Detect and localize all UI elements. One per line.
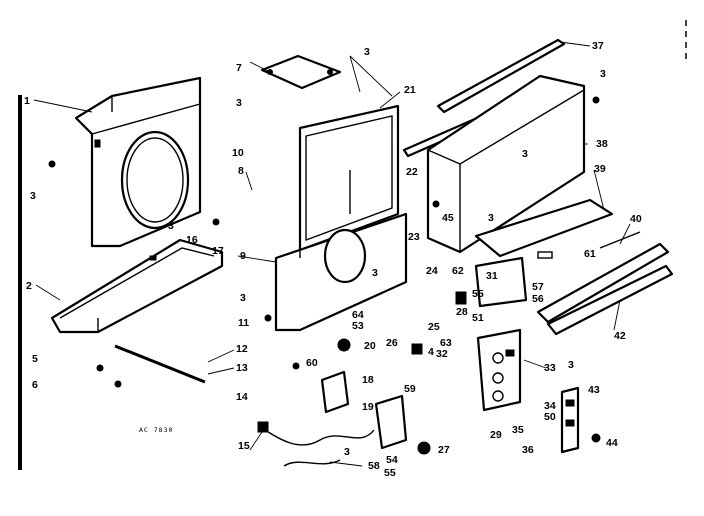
blower-panel — [274, 170, 408, 332]
callout-2: 2 — [26, 280, 32, 292]
cabinet-cover — [426, 74, 586, 254]
callout-39: 39 — [594, 163, 606, 175]
callout-45: 45 — [442, 212, 454, 224]
callout-23: 23 — [408, 231, 420, 243]
motor-assembly — [320, 291, 467, 455]
callout-3b: 3 — [364, 46, 370, 58]
callout-37: 37 — [592, 40, 604, 52]
callout-7: 7 — [236, 62, 242, 74]
callout-55: 55 — [384, 467, 396, 479]
callout-3e: 3 — [522, 148, 528, 160]
callout-6: 6 — [32, 379, 38, 391]
callout-3d: 3 — [600, 68, 606, 80]
control-box — [474, 256, 528, 308]
callout-63: 63 — [440, 337, 452, 349]
top-bracket — [260, 54, 342, 90]
callout-18: 18 — [362, 374, 374, 386]
callout-labels: 1 2 3 3 3 3 3 3 3 3 3 3 3 4 5 6 7 8 9 10… — [24, 40, 642, 479]
callout-59: 59 — [404, 383, 416, 395]
callout-10: 10 — [232, 147, 244, 159]
callout-58: 58 — [368, 460, 380, 472]
drawing-code: AC 7830 — [139, 426, 173, 434]
condenser-shroud — [74, 76, 202, 248]
callout-27: 27 — [438, 444, 450, 456]
callout-31: 31 — [486, 270, 498, 282]
base-pan — [50, 238, 224, 334]
callout-3j: 3 — [568, 359, 574, 371]
callout-34: 34 — [544, 400, 556, 412]
callout-3: 3 — [30, 190, 36, 202]
callout-26: 26 — [386, 337, 398, 349]
callout-1: 1 — [24, 95, 30, 107]
callout-13: 13 — [236, 362, 248, 374]
callout-25: 25 — [428, 321, 440, 333]
callout-4: 4 — [428, 346, 434, 358]
callout-3h: 3 — [240, 292, 246, 304]
partition-panel — [298, 104, 400, 252]
callout-40: 40 — [630, 213, 642, 225]
callout-42: 42 — [614, 330, 626, 342]
callout-17: 17 — [212, 245, 224, 257]
callout-9: 9 — [240, 250, 246, 262]
callout-60: 60 — [306, 357, 318, 369]
callout-3c: 3 — [236, 97, 242, 109]
callout-61: 61 — [584, 248, 596, 260]
callout-19: 19 — [362, 401, 374, 413]
callout-3g: 3 — [168, 220, 174, 232]
insulation-panel — [474, 198, 614, 259]
callout-53: 53 — [352, 320, 364, 332]
callout-36: 36 — [522, 444, 534, 456]
power-cord — [257, 421, 375, 467]
callout-55b: 55 — [472, 288, 484, 300]
callout-3k: 3 — [344, 446, 350, 458]
callout-14: 14 — [236, 391, 248, 403]
callout-33: 33 — [544, 362, 556, 374]
control-panel — [476, 328, 522, 412]
callout-51: 51 — [472, 312, 484, 324]
callout-3f: 3 — [488, 212, 494, 224]
callout-12: 12 — [236, 343, 248, 355]
support-rod — [114, 344, 206, 384]
callout-8: 8 — [238, 165, 244, 177]
fasteners — [48, 96, 601, 443]
callout-64: 64 — [352, 309, 364, 321]
callout-38: 38 — [596, 138, 608, 150]
callout-56: 56 — [532, 293, 544, 305]
callout-11: 11 — [238, 317, 249, 329]
callout-15: 15 — [238, 440, 250, 452]
leader-lines — [33, 41, 631, 467]
callout-50: 50 — [544, 411, 556, 423]
top-rail — [436, 38, 566, 114]
callout-28: 28 — [456, 306, 468, 318]
right-rails — [536, 231, 674, 336]
callout-22: 22 — [406, 166, 418, 178]
callout-20: 20 — [364, 340, 376, 352]
callout-16: 16 — [186, 234, 198, 246]
callout-44: 44 — [606, 437, 618, 449]
callout-62: 62 — [452, 265, 464, 277]
callout-32: 32 — [436, 348, 448, 360]
callout-5: 5 — [32, 353, 38, 365]
side-strip — [560, 386, 580, 454]
callout-29: 29 — [490, 429, 502, 441]
callout-54: 54 — [386, 454, 398, 466]
callout-57: 57 — [532, 281, 544, 293]
callout-24: 24 — [426, 265, 438, 277]
callout-43: 43 — [588, 384, 600, 396]
callout-35: 35 — [512, 424, 524, 436]
callout-21: 21 — [404, 84, 416, 96]
callout-3i: 3 — [372, 267, 378, 279]
